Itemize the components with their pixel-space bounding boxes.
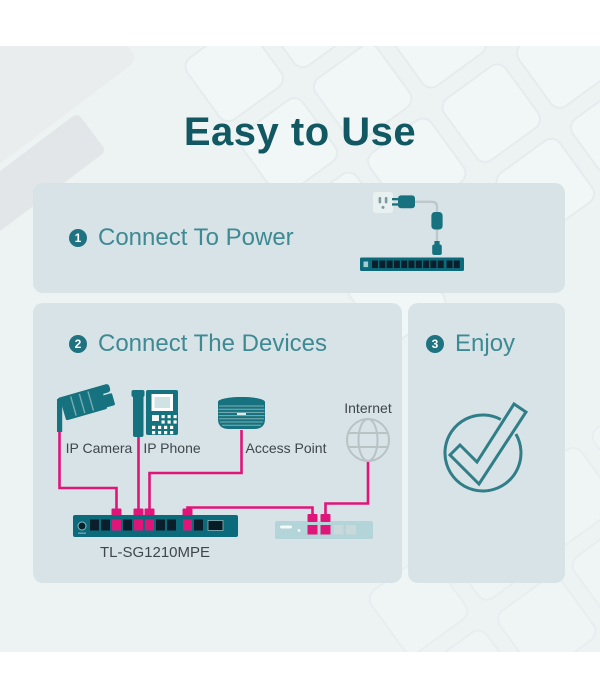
step-panel-connect-the-devices: 2 Connect The Devices bbox=[33, 303, 402, 583]
switch-ports bbox=[90, 519, 224, 531]
access-point-icon bbox=[218, 397, 265, 429]
ip-phone-icon bbox=[131, 390, 178, 437]
power-plug-icon bbox=[392, 195, 415, 209]
internet-cable bbox=[324, 461, 370, 521]
circle-checkmark-icon bbox=[443, 401, 529, 493]
step-number-badge: 3 bbox=[426, 335, 444, 353]
step-number-badge: 2 bbox=[69, 335, 87, 353]
power-illustration bbox=[360, 192, 464, 271]
step-label: Connect To Power bbox=[98, 224, 294, 251]
router-ports bbox=[307, 525, 356, 535]
dc-connector-icon bbox=[432, 241, 442, 255]
ip-camera-label: IP Camera bbox=[66, 440, 133, 456]
enjoy-illustration bbox=[443, 401, 529, 493]
camera-cable bbox=[58, 430, 118, 515]
step-label: Enjoy bbox=[455, 330, 516, 357]
access-point-label: Access Point bbox=[246, 440, 327, 456]
page-title: Easy to Use bbox=[183, 110, 417, 154]
step-panel-enjoy: 3 Enjoy bbox=[408, 303, 565, 583]
network-diagram: IP Camera IP Phone bbox=[57, 384, 392, 561]
step-header: 2 Connect The Devices bbox=[69, 330, 327, 358]
sfp-slot bbox=[207, 520, 224, 531]
power-adapter-icon bbox=[431, 212, 443, 230]
access-point-cable bbox=[148, 430, 243, 515]
step-header: 1 Connect To Power bbox=[69, 183, 294, 293]
switch-icon-small bbox=[360, 257, 464, 271]
rj45-plugs bbox=[111, 508, 193, 517]
wall-outlet-icon bbox=[373, 192, 393, 213]
poe-switch bbox=[73, 515, 238, 537]
ip-camera-icon bbox=[57, 384, 115, 432]
ip-phone-label: IP Phone bbox=[143, 440, 201, 456]
internet-label: Internet bbox=[344, 400, 392, 416]
power-cable bbox=[414, 200, 439, 213]
step-header: 3 Enjoy bbox=[426, 330, 515, 358]
router bbox=[275, 514, 373, 539]
internet-globe-icon bbox=[346, 418, 390, 462]
step-panel-connect-to-power: 1 Connect To Power bbox=[33, 183, 565, 293]
step-label: Connect The Devices bbox=[98, 330, 328, 357]
router-logo bbox=[280, 525, 292, 529]
step-number-badge: 1 bbox=[69, 229, 87, 247]
switch-model-label: TL-SG1210MPE bbox=[100, 544, 210, 561]
